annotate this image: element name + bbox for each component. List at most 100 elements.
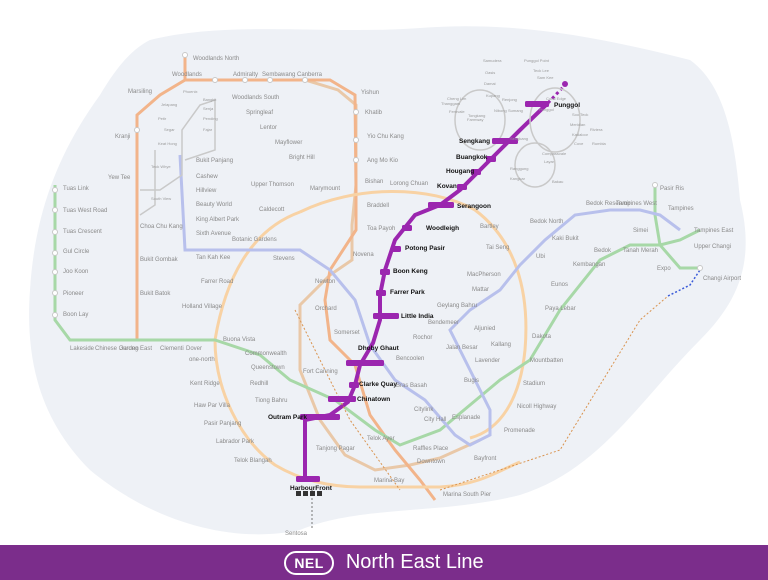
station-markers: [52, 52, 703, 318]
nel-station-badges: [296, 101, 549, 482]
svg-text:Toa Payoh: Toa Payoh: [367, 226, 395, 232]
svg-text:Bugis: Bugis: [464, 378, 479, 384]
svg-text:Ubi: Ubi: [536, 254, 545, 260]
svg-text:Joo Koon: Joo Koon: [63, 269, 88, 275]
svg-text:Stadium: Stadium: [523, 381, 545, 387]
svg-text:Marymount: Marymount: [310, 186, 340, 192]
svg-text:Braddell: Braddell: [367, 203, 389, 209]
svg-text:Redhill: Redhill: [250, 381, 268, 387]
svg-text:Rumbia: Rumbia: [592, 141, 607, 146]
svg-text:MacPherson: MacPherson: [467, 272, 501, 278]
svg-text:Lavender: Lavender: [475, 358, 500, 364]
punggol-lrt-loop: [529, 87, 581, 153]
nel-extension: [546, 83, 567, 105]
svg-text:Bendemeer: Bendemeer: [428, 320, 459, 326]
svg-text:City Hall: City Hall: [424, 417, 446, 423]
svg-text:Woodlands South: Woodlands South: [232, 95, 279, 101]
svg-text:Upper Changi: Upper Changi: [694, 244, 731, 250]
future-link-changi: [667, 269, 701, 297]
svg-text:Sengkang: Sengkang: [510, 136, 528, 141]
svg-text:Changi Airport: Changi Airport: [703, 276, 741, 282]
svg-text:Woodlands: Woodlands: [172, 72, 202, 78]
mrt-system-map: Punggol Sengkang Buangkok Hougang Kovan …: [29, 26, 746, 537]
svg-text:Cheng Lim: Cheng Lim: [447, 96, 467, 101]
svg-text:Nibong: Nibong: [494, 108, 507, 113]
label-potong-pasir: Potong Pasir: [405, 245, 446, 252]
svg-text:Tiong Bahru: Tiong Bahru: [255, 398, 287, 404]
dtl-line: [178, 154, 681, 447]
svg-text:Bedok: Bedok: [594, 248, 612, 254]
label-farrer-park: Farrer Park: [390, 289, 425, 296]
svg-text:Botanic Gardens: Botanic Gardens: [232, 237, 277, 243]
svg-text:Pasir Panjang: Pasir Panjang: [204, 421, 241, 427]
svg-text:Tampines: Tampines: [668, 206, 694, 212]
svg-text:Pasir Ris: Pasir Ris: [660, 186, 684, 192]
label-clarke-quay: Clarke Quay: [359, 381, 397, 388]
svg-text:Petir: Petir: [158, 116, 167, 121]
svg-text:Geylang Bahru: Geylang Bahru: [437, 303, 477, 309]
svg-text:Bedok North: Bedok North: [530, 219, 563, 225]
svg-text:Segar: Segar: [164, 127, 175, 132]
svg-text:Tampines East: Tampines East: [694, 228, 734, 234]
svg-text:Bencoolen: Bencoolen: [396, 356, 424, 362]
svg-text:Yishun: Yishun: [361, 90, 379, 96]
svg-text:Kent Ridge: Kent Ridge: [190, 381, 220, 387]
svg-text:Tuas Link: Tuas Link: [63, 186, 90, 192]
nel-station-labels: Punggol Sengkang Buangkok Hougang Kovan …: [268, 102, 580, 492]
svg-text:Eunos: Eunos: [551, 282, 568, 288]
svg-text:Admiralty: Admiralty: [233, 72, 258, 78]
label-punggol: Punggol: [554, 102, 580, 109]
svg-text:Marsiling: Marsiling: [128, 89, 152, 95]
svg-text:Marina South Pier: Marina South Pier: [443, 492, 491, 498]
svg-text:Punggol: Punggol: [539, 107, 554, 112]
svg-text:Caldecott: Caldecott: [259, 207, 285, 213]
svg-text:Fernvale: Fernvale: [449, 109, 465, 114]
svg-text:Mountbatten: Mountbatten: [530, 358, 563, 364]
svg-text:Kembangan: Kembangan: [573, 262, 605, 268]
line-title: North East Line: [345, 551, 484, 573]
svg-text:Paya Lebar: Paya Lebar: [545, 306, 576, 312]
svg-text:Jelapang: Jelapang: [161, 102, 177, 107]
svg-text:Buona Vista: Buona Vista: [223, 337, 256, 343]
line-banner: NEL North East Line: [0, 545, 768, 580]
svg-text:Renjong: Renjong: [502, 97, 517, 102]
svg-text:Farrer Road: Farrer Road: [201, 279, 233, 285]
svg-text:Holland Village: Holland Village: [182, 304, 223, 310]
label-outram-park: Outram Park: [268, 414, 307, 421]
svg-text:Lorong Chuan: Lorong Chuan: [390, 181, 428, 187]
other-station-labels: Woodlands North Woodlands Admiralty Semb…: [63, 56, 741, 537]
svg-text:Tan Kah Kee: Tan Kah Kee: [196, 255, 231, 261]
svg-text:Bartley: Bartley: [480, 224, 499, 230]
svg-text:Jalan Besar: Jalan Besar: [446, 345, 478, 351]
svg-text:Chinese Garden: Chinese Garden: [95, 346, 139, 352]
svg-text:Khatib: Khatib: [365, 110, 383, 116]
svg-text:Lentor: Lentor: [260, 125, 277, 131]
label-sengkang: Sengkang: [459, 138, 490, 145]
svg-text:Riviera: Riviera: [590, 127, 603, 132]
svg-text:one-north: one-north: [189, 357, 215, 363]
svg-text:Damai: Damai: [484, 81, 496, 86]
svg-text:Coral Edge: Coral Edge: [546, 96, 567, 101]
label-kovan: Kovan: [437, 183, 457, 190]
label-boon-keng: Boon Keng: [393, 268, 428, 275]
svg-text:Downtown: Downtown: [417, 459, 445, 465]
svg-text:Clementi: Clementi: [160, 346, 184, 352]
svg-text:Nicoll Highway: Nicoll Highway: [517, 404, 556, 410]
svg-text:Hillview: Hillview: [196, 188, 217, 194]
svg-text:Bakau: Bakau: [552, 179, 563, 184]
svg-text:Newton: Newton: [315, 279, 335, 285]
nel-end-marker: [562, 81, 568, 87]
svg-text:Haw Par Villa: Haw Par Villa: [194, 403, 231, 409]
svg-text:Promenade: Promenade: [504, 428, 536, 434]
svg-text:Cove: Cove: [574, 141, 584, 146]
svg-text:Raffles Place: Raffles Place: [413, 446, 449, 452]
svg-text:Choa Chu Kang: Choa Chu Kang: [140, 224, 183, 230]
label-little-india: Little India: [401, 313, 434, 320]
sengkang-lrt-loop: [454, 89, 506, 151]
svg-text:South View: South View: [151, 196, 171, 201]
svg-text:Telok Blangah: Telok Blangah: [234, 458, 272, 464]
svg-text:Teck Whye: Teck Whye: [151, 164, 171, 169]
svg-text:Pioneer: Pioneer: [63, 291, 84, 297]
lrt-station-labels: Samudera Punggol Point Teck Lee Oasis Sa…: [151, 58, 607, 201]
ccl-line: [213, 190, 528, 489]
